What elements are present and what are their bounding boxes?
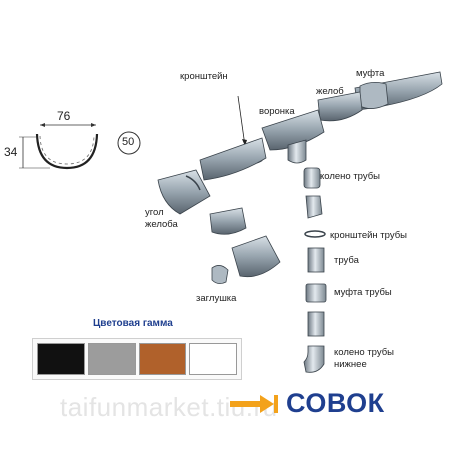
label-lower-elbow-2: нижнее	[334, 359, 367, 370]
profile-height-label: 34	[4, 145, 18, 159]
label-gutter-corner-2: желоба	[145, 219, 178, 230]
watermark-text: taifunmarket.tiu.ru	[60, 392, 278, 422]
swatch-white	[189, 343, 237, 375]
swatch-gray	[87, 343, 136, 375]
brand-name: СОВОК	[286, 388, 385, 418]
coupling-part	[359, 82, 389, 109]
label-elbow: колено трубы	[320, 171, 380, 182]
brand-logo: СОВОК	[230, 388, 385, 419]
gutter-segment-lower	[231, 235, 281, 278]
label-lower-elbow-1: колено трубы	[334, 347, 394, 358]
pipe-coupling-part	[305, 283, 327, 303]
label-gutter: желоб	[316, 86, 344, 97]
label-end-cap: заглушка	[196, 293, 237, 304]
lower-elbow-part	[303, 345, 325, 373]
elbow-upper	[303, 167, 321, 189]
pipe-part	[307, 247, 325, 273]
profile-size-badge: 50	[122, 136, 135, 148]
label-pipe-coupling: муфта трубы	[334, 287, 392, 298]
profile-width-label: 76	[57, 109, 71, 123]
label-coupling: муфта	[356, 68, 385, 79]
color-palette	[32, 338, 242, 380]
pipe-bracket-part	[304, 230, 326, 238]
label-bracket: кронштейн	[180, 71, 228, 82]
end-cap-part	[211, 265, 229, 284]
brand-arrow-icon	[230, 394, 278, 413]
elbow-mid	[305, 195, 323, 219]
swatch-brown	[138, 343, 187, 375]
palette-title: Цветовая гамма	[93, 318, 173, 329]
label-funnel: воронка	[259, 106, 295, 117]
label-gutter-corner-1: угол	[145, 207, 164, 218]
gutter-corner-part	[157, 169, 211, 215]
label-pipe: труба	[334, 255, 359, 266]
swatch-black	[37, 343, 85, 375]
label-pipe-bracket: кронштейн трубы	[330, 230, 407, 241]
